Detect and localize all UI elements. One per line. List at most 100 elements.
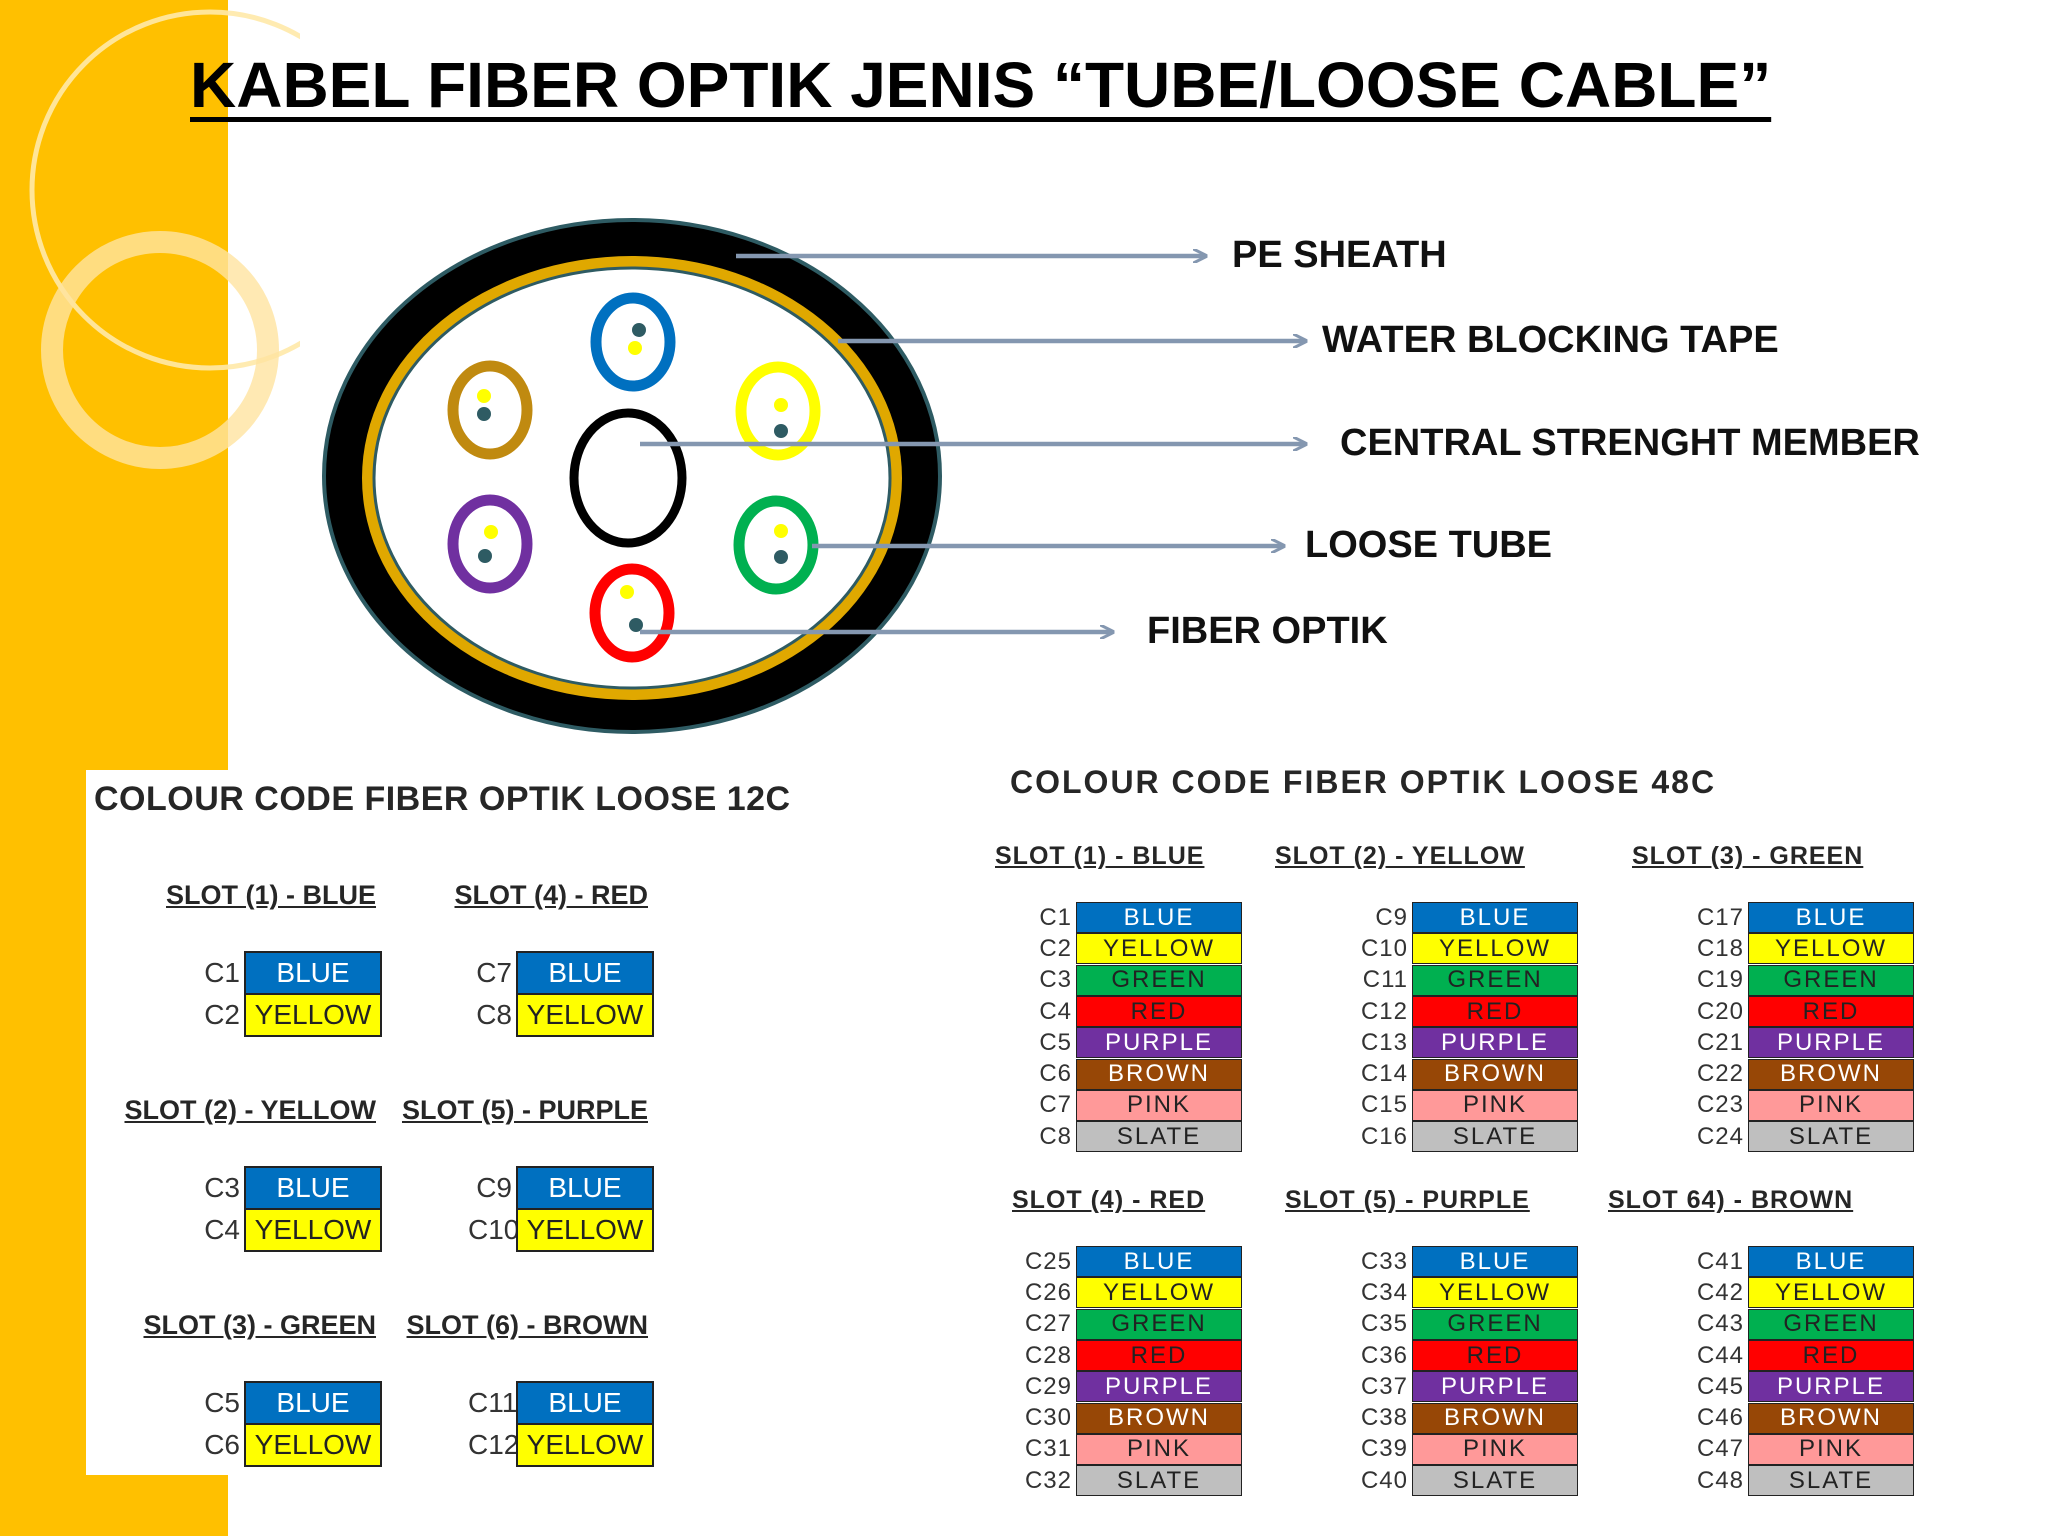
- core-id: C42: [1696, 1278, 1744, 1306]
- core-id: C8: [1039, 1122, 1072, 1150]
- core-id: C36: [1360, 1341, 1408, 1369]
- colour-swatch-purple: PURPLE: [1412, 1371, 1578, 1403]
- colour-swatch-green: GREEN: [1748, 964, 1914, 996]
- colour-swatch-yellow: YELLOW: [1748, 933, 1914, 965]
- slot-header: SLOT (6) - BROWN: [406, 1310, 648, 1340]
- colour-swatch-blue: BLUE: [1748, 1246, 1914, 1278]
- panel-12c-title: COLOUR CODE FIBER OPTIK LOOSE 12C: [94, 780, 791, 818]
- colour-swatch-yellow: YELLOW: [516, 1423, 654, 1467]
- colour-swatch-blue: BLUE: [1076, 902, 1242, 934]
- core-id: C5: [1039, 1028, 1072, 1056]
- core-id: C2: [1039, 934, 1072, 962]
- core-id: C31: [1024, 1435, 1072, 1463]
- core-id: C47: [1696, 1435, 1744, 1463]
- core-id: C18: [1696, 934, 1744, 962]
- panel-48c-title: COLOUR CODE FIBER OPTIK LOOSE 48C: [1010, 764, 1717, 800]
- colour-swatch-brown: BROWN: [1412, 1402, 1578, 1434]
- colour-swatch-pink: PINK: [1076, 1089, 1242, 1121]
- colour-swatch-purple: PURPLE: [1748, 1371, 1914, 1403]
- colour-swatch-green: GREEN: [1076, 1308, 1242, 1340]
- slot-48c-header-1: SLOT (1) - BLUE: [995, 842, 1205, 870]
- colour-swatch-green: GREEN: [1412, 964, 1578, 996]
- loose-tube-blue: [590, 292, 676, 392]
- core-id: C38: [1360, 1404, 1408, 1432]
- core-id: C23: [1696, 1091, 1744, 1119]
- core-id: C5: [204, 1387, 240, 1418]
- core-id: C48: [1696, 1466, 1744, 1494]
- colour-swatch-purple: PURPLE: [1748, 1027, 1914, 1059]
- core-id: C1: [204, 957, 240, 988]
- core-id: C17: [1696, 903, 1744, 931]
- label-fiber-optik: FIBER OPTIK: [1147, 610, 1388, 652]
- core-id: C11: [1362, 966, 1408, 994]
- colour-swatch-slate: SLATE: [1076, 1465, 1242, 1497]
- colour-code-12c-panel: COLOUR CODE FIBER OPTIK LOOSE 12C SLOT (…: [86, 770, 790, 1475]
- colour-swatch-slate: SLATE: [1748, 1465, 1914, 1497]
- core-id: C37: [1360, 1372, 1408, 1400]
- page-title: KABEL FIBER OPTIK JENIS “TUBE/LOOSE CABL…: [190, 49, 1772, 121]
- colour-swatch-blue: BLUE: [1076, 1246, 1242, 1278]
- core-id: C28: [1024, 1341, 1072, 1369]
- core-id: C45: [1696, 1372, 1744, 1400]
- colour-swatch-yellow: YELLOW: [1412, 933, 1578, 965]
- core-id: C1: [1039, 903, 1072, 931]
- colour-swatch-blue: BLUE: [516, 1381, 654, 1425]
- colour-swatch-slate: SLATE: [1076, 1121, 1242, 1153]
- colour-swatch-brown: BROWN: [1076, 1402, 1242, 1434]
- colour-swatch-blue: BLUE: [244, 1381, 382, 1425]
- core-id: C44: [1696, 1341, 1744, 1369]
- core-id: C9: [476, 1172, 512, 1203]
- slot-header: SLOT (5) - PURPLE: [401, 1095, 648, 1125]
- core-id: C29: [1024, 1372, 1072, 1400]
- colour-swatch-red: RED: [1076, 996, 1242, 1028]
- core-id: C8: [476, 999, 512, 1030]
- core-id: C40: [1360, 1466, 1408, 1494]
- core-id: C43: [1696, 1310, 1744, 1338]
- core-id: C16: [1360, 1122, 1408, 1150]
- core-id: C21: [1696, 1028, 1744, 1056]
- colour-swatch-green: GREEN: [1412, 1308, 1578, 1340]
- colour-swatch-green: GREEN: [1748, 1308, 1914, 1340]
- colour-swatch-blue: BLUE: [244, 951, 382, 995]
- core-id: C4: [1039, 997, 1072, 1025]
- colour-swatch-slate: SLATE: [1748, 1121, 1914, 1153]
- core-id: C46: [1696, 1404, 1744, 1432]
- core-id: C13: [1360, 1028, 1408, 1056]
- slot-header: SLOT (3) - GREEN: [143, 1310, 376, 1340]
- core-id: C6: [1039, 1060, 1072, 1088]
- colour-swatch-brown: BROWN: [1748, 1402, 1914, 1434]
- core-id: C7: [1039, 1091, 1072, 1119]
- colour-swatch-yellow: YELLOW: [516, 993, 654, 1037]
- label-pe-sheath: PE SHEATH: [1232, 234, 1447, 276]
- colour-swatch-slate: SLATE: [1412, 1121, 1578, 1153]
- core-id: C2: [204, 999, 240, 1030]
- slot-header: SLOT (1) - BLUE: [166, 880, 376, 910]
- core-id: C41: [1696, 1247, 1744, 1275]
